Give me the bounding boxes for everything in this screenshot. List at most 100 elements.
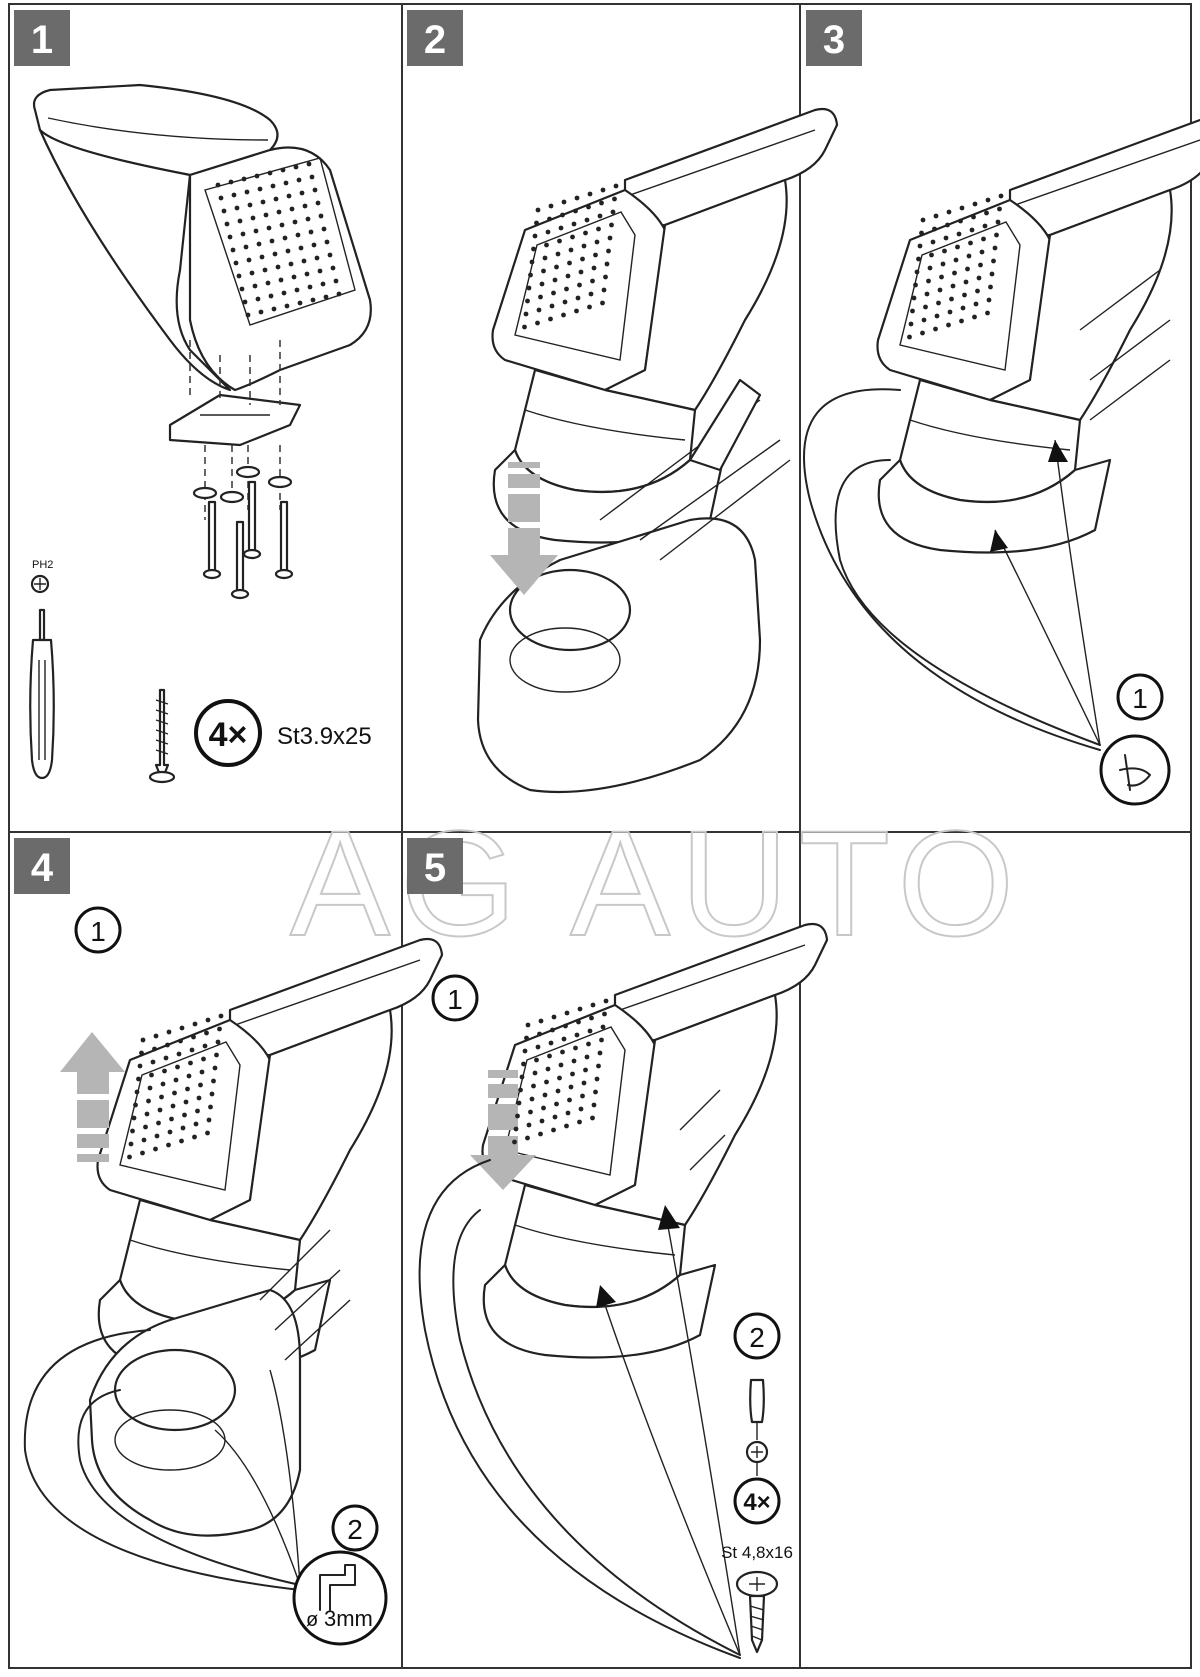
perforation-dot	[154, 1133, 160, 1139]
perforation-dot	[250, 215, 256, 221]
perforation-dot	[604, 261, 610, 267]
step5-marker-2: 2	[733, 1312, 781, 1360]
perforation-dot	[955, 244, 960, 250]
perforation-dot	[218, 1013, 224, 1019]
perforation-dot	[994, 232, 999, 238]
perforation-dot	[917, 243, 923, 249]
perforation-dot	[254, 173, 260, 179]
down-arrow	[470, 1070, 536, 1190]
perforation-dot	[183, 1099, 189, 1105]
perforation-dot	[945, 222, 950, 228]
panel-4-perforation	[127, 1013, 224, 1160]
perforation-dot	[552, 277, 558, 283]
perforation-dot	[166, 1029, 172, 1035]
perforation-dot	[580, 1093, 585, 1099]
perforation-dot	[186, 1073, 192, 1079]
perforation-dot	[966, 253, 972, 259]
perforation-dot	[577, 1006, 583, 1012]
perforation-dot	[204, 1030, 209, 1036]
perforation-dot	[534, 1057, 539, 1063]
perforation-dot	[265, 280, 271, 286]
perforation-dot	[570, 234, 575, 240]
perforation-dot	[927, 265, 933, 271]
perforation-dot	[196, 1095, 202, 1101]
perforation-dot	[172, 1090, 177, 1096]
perforation-dot	[273, 196, 279, 202]
perforation-dot	[921, 317, 927, 323]
step-badge-1: 1	[14, 10, 70, 66]
perforation-dot	[571, 1058, 577, 1064]
perforation-dot	[166, 1142, 171, 1148]
perforation-dot	[240, 231, 246, 237]
perforation-dot	[561, 199, 567, 205]
perforation-dot	[176, 1051, 182, 1057]
perforation-dot	[314, 255, 320, 261]
perforation-dot	[934, 313, 940, 319]
panel-4-pointer-lines	[214, 1369, 301, 1586]
perforation-dot	[523, 311, 529, 317]
perforation-dot	[587, 304, 592, 310]
perforation-dot	[545, 229, 551, 235]
perforation-dot	[972, 201, 978, 207]
perforation-dot	[574, 308, 579, 314]
perforation-dot	[548, 316, 553, 322]
svg-text:1: 1	[90, 916, 106, 947]
perforation-dot	[289, 206, 295, 212]
perforation-dot	[528, 1109, 533, 1115]
perforation-dot	[574, 195, 580, 201]
perforation-dot	[292, 219, 298, 225]
perforation-dot	[920, 330, 925, 336]
panel-2-perforation	[522, 183, 619, 330]
perforation-dot	[571, 221, 577, 227]
step5-screw-count-badge: 4×	[733, 1477, 781, 1525]
perforation-dot	[600, 187, 606, 193]
perforation-dot	[175, 1064, 180, 1070]
perforation-dot	[233, 260, 239, 266]
perforation-dot	[972, 314, 977, 320]
perforation-dot	[558, 1062, 564, 1068]
perforation-dot	[518, 1087, 523, 1093]
perforation-dot	[310, 297, 316, 303]
perforation-dot	[272, 251, 278, 257]
perforation-dot	[534, 220, 539, 226]
svg-text:4×: 4×	[743, 1489, 770, 1516]
perforation-dot	[167, 1129, 173, 1135]
perforation-dot	[227, 234, 233, 240]
drill-icon: ø 3mm	[292, 1550, 388, 1646]
perforation-dot	[143, 1124, 148, 1130]
svg-text:4×: 4×	[209, 716, 248, 754]
perforation-dot	[609, 222, 614, 228]
perforation-dot	[564, 286, 569, 292]
perforation-dot	[584, 1054, 590, 1060]
svg-text:1: 1	[1132, 683, 1148, 714]
perforation-dot	[919, 230, 924, 236]
perforation-dot	[930, 239, 936, 245]
perforation-dot	[940, 261, 946, 267]
watermark-text: AG AUTO	[290, 799, 1024, 967]
perforation-dot	[160, 1081, 166, 1087]
perforation-dot	[913, 282, 918, 288]
perforation-dot	[239, 286, 245, 292]
perforation-dot	[526, 285, 532, 291]
drill-diameter-symbol: ø	[306, 1609, 318, 1631]
step4-marker-1: 1	[74, 906, 122, 954]
perforation-dot	[541, 268, 546, 274]
perforation-dot	[243, 244, 249, 250]
perforation-dot	[578, 1106, 584, 1112]
perforation-dot	[130, 1128, 135, 1134]
screw-count-badge: 4×	[194, 699, 262, 767]
perforation-dot	[560, 1049, 565, 1055]
perforation-dot	[324, 239, 330, 245]
perforation-dot	[318, 213, 324, 219]
perforation-dot	[600, 300, 605, 306]
perforation-dot	[140, 1150, 145, 1156]
up-arrow	[60, 1032, 125, 1162]
panel-4-console	[88, 1229, 351, 1537]
perforation-dot	[285, 248, 291, 254]
perforation-dot	[574, 1032, 580, 1038]
perforation-dot	[256, 241, 262, 247]
perforation-dot	[535, 207, 541, 213]
perforation-dot	[202, 1043, 208, 1049]
perforation-dot	[278, 277, 284, 283]
perforation-dot	[554, 264, 559, 270]
